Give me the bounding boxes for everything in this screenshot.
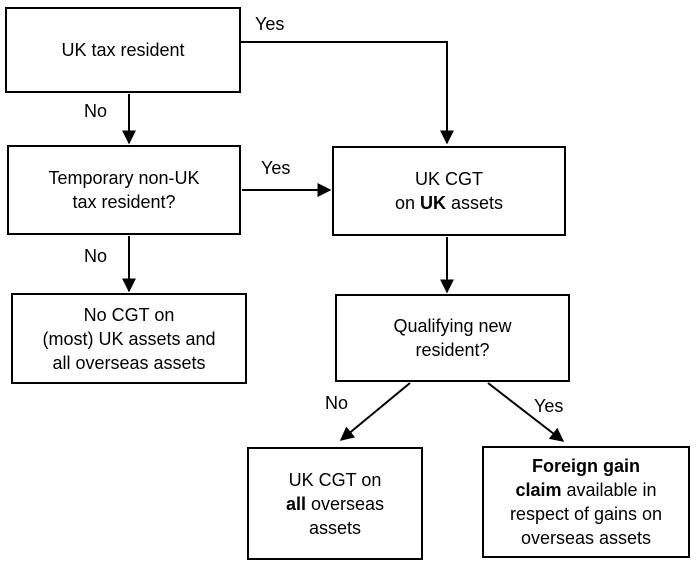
edge-label-yes-top: Yes xyxy=(255,13,285,35)
node-line: Qualifying new xyxy=(393,314,511,338)
node-line-text: No CGT on xyxy=(83,304,175,325)
connector-no-diag xyxy=(339,382,411,441)
node-line-text: overseas xyxy=(305,493,385,514)
node-uk-tax-resident: UK tax resident xyxy=(5,7,241,93)
node-line: all overseas assets xyxy=(52,351,205,375)
node-line: (most) UK assets and xyxy=(42,327,215,351)
node-line-text: resident? xyxy=(415,340,490,360)
node-line: tax resident? xyxy=(72,190,175,214)
node-line: UK CGT xyxy=(415,167,483,191)
connector-yes-top xyxy=(241,41,454,145)
node-line-text: UK CGT on xyxy=(288,469,382,490)
node-line-text: Temporary non-UK xyxy=(48,168,200,188)
node-line: overseas assets xyxy=(521,526,651,550)
node-line-text: all overseas assets xyxy=(52,352,206,373)
node-line: assets xyxy=(309,516,361,540)
node-uk-cgt-on-uk-assets: UK CGT on UK assets xyxy=(332,146,566,236)
node-line: claim available in xyxy=(515,478,656,502)
node-line: all overseas xyxy=(286,492,384,516)
node-line: UK tax resident xyxy=(61,38,184,62)
node-line-text: UK tax resident xyxy=(61,40,185,60)
node-line-text: UK CGT xyxy=(414,169,483,189)
node-line-text: assets xyxy=(446,193,504,213)
node-line-text-bold: all xyxy=(285,493,306,514)
edge-label-no-mid: No xyxy=(84,245,108,267)
node-line-text: Qualifying new xyxy=(393,316,512,336)
node-line-text: available in xyxy=(561,480,657,500)
node-line: No CGT on xyxy=(84,303,175,327)
connector-yes-diag xyxy=(487,382,565,442)
node-line: UK CGT on xyxy=(289,468,382,492)
edge-label-no-top: No xyxy=(84,100,108,122)
node-line-text: respect of gains on xyxy=(509,504,663,524)
node-line: respect of gains on xyxy=(510,502,662,526)
node-line-text: on xyxy=(394,193,420,213)
node-line-text: assets xyxy=(308,517,362,538)
node-line-text: tax resident? xyxy=(72,192,176,212)
node-qualifying-new-resident: Qualifying new resident? xyxy=(335,294,570,382)
node-line: resident? xyxy=(415,338,489,362)
edge-label-no-diag: No xyxy=(325,392,349,414)
node-line-text-bold: claim xyxy=(515,480,562,500)
node-line-text: overseas assets xyxy=(520,528,652,548)
node-temporary-non-uk-resident: Temporary non-UK tax resident? xyxy=(7,145,241,235)
node-line: Foreign gain xyxy=(532,454,640,478)
node-line: on UK assets xyxy=(395,191,503,215)
node-line-text: (most) UK assets and xyxy=(42,328,216,349)
node-foreign-gain-claim: Foreign gain claim available in respect … xyxy=(482,446,690,558)
edge-label-yes-mid: Yes xyxy=(261,157,291,179)
node-line: Temporary non-UK xyxy=(48,166,199,190)
node-no-cgt: No CGT on (most) UK assets and all overs… xyxy=(11,293,247,384)
edge-label-yes-diag: Yes xyxy=(534,395,564,417)
node-line-text-bold: UK xyxy=(420,193,446,213)
node-line-text-bold: Foreign gain xyxy=(532,456,640,476)
node-uk-cgt-on-all-overseas-assets: UK CGT on all overseas assets xyxy=(247,447,423,560)
